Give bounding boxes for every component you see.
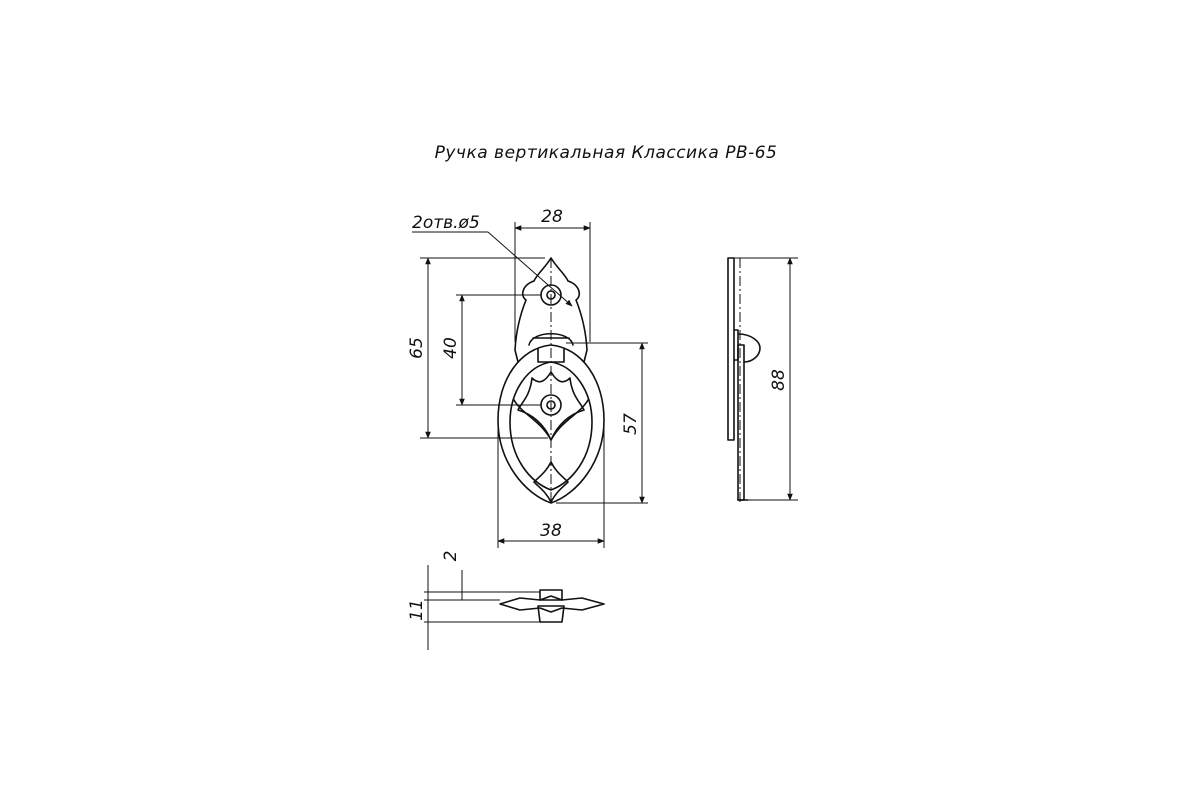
dim-28-label: 28	[541, 207, 563, 227]
ring-inner	[509, 361, 593, 491]
back-plate-outline	[514, 257, 588, 363]
bottom-pivot-boss	[537, 605, 565, 623]
drawing-title: Ручка вертикальная Классика РВ-65	[435, 143, 778, 163]
side-plate	[727, 257, 735, 441]
bottom-pivot-top	[539, 589, 563, 601]
front-view: 28 2отв.ø5 65 40 57 38	[407, 207, 648, 548]
hole-callout-label: 2отв.ø5	[412, 213, 480, 233]
dim-57-label: 57	[621, 413, 641, 435]
dim-65-label: 65	[407, 337, 427, 359]
bottom-view: 2 11	[407, 551, 605, 650]
side-pivot	[733, 329, 761, 363]
dim-88-label: 88	[769, 369, 789, 391]
dim-11-label: 11	[407, 599, 427, 621]
dim-2-label: 2	[441, 551, 461, 562]
hole-callout-pointer	[487, 231, 573, 307]
dim-40-label: 40	[441, 337, 461, 359]
dim-38-label: 38	[540, 521, 562, 541]
bottom-plate	[499, 595, 605, 613]
side-ring	[737, 344, 745, 501]
side-view: 88	[727, 257, 798, 505]
ring-outer	[497, 344, 605, 504]
